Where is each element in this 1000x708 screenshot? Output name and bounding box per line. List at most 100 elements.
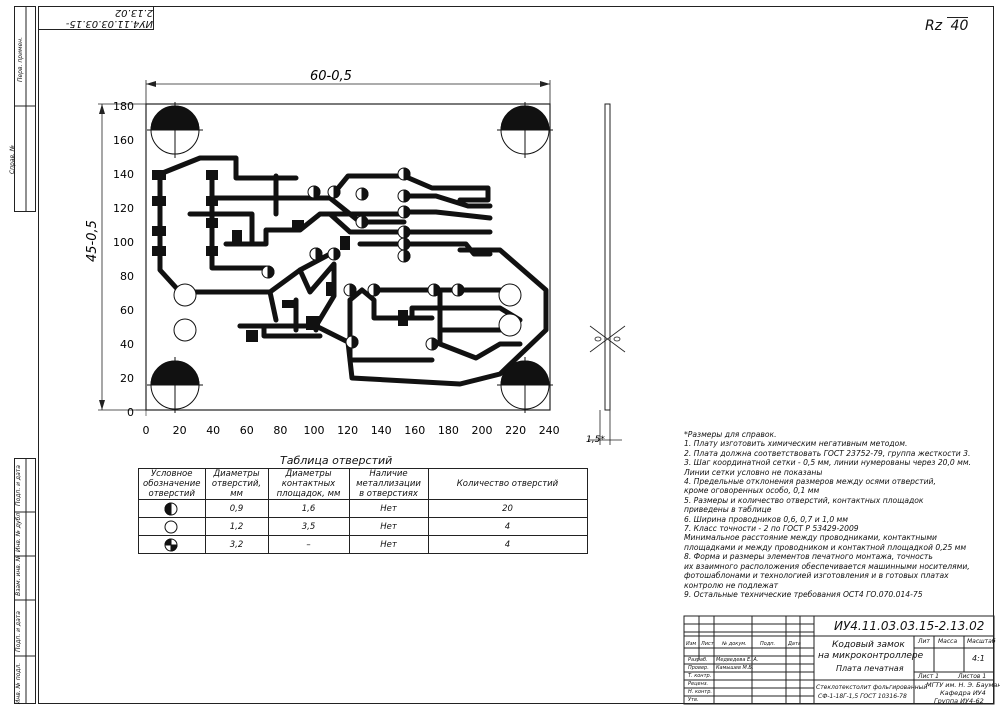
tb-org1: МГТУ им. Н. Э. Баумана: [926, 681, 1000, 689]
tb-h-data: Дата: [788, 641, 801, 647]
via-hole-fill: [351, 335, 359, 349]
tb-r-utv: Утв.: [688, 697, 699, 703]
height-dimension: 45-0,5: [85, 220, 100, 262]
cell-count: 20: [427, 499, 588, 518]
note-line: фотошаблонами и технологией изготовления…: [684, 571, 949, 581]
technical-notes: *Размеры для справок. 1. Плату изготовит…: [684, 430, 971, 599]
tb-org3: Группа ИУ4-62: [934, 697, 984, 705]
via-hole-fill: [403, 189, 411, 203]
drawing-frame: [38, 6, 994, 704]
note-line: их взаимного расположения обеспечивается…: [684, 561, 970, 571]
tb-designation: ИУ4.11.03.03.15-2.13.02: [834, 619, 985, 633]
note-line: 5. Размеры и количество отверстий, конта…: [684, 495, 924, 505]
holes-table-title: Таблица отверстий: [280, 454, 393, 467]
cell-count: 4: [427, 535, 588, 554]
pcb-traces: [157, 155, 549, 387]
holes-table: Условное обозначение отверстий Диаметры …: [138, 468, 588, 554]
tb-org2: Кафедра ИУ4: [940, 689, 986, 697]
col-pad-diameter: Диаметры контактных площадок, мм: [267, 468, 350, 500]
tb-col-mass: Масса: [938, 638, 958, 645]
y-tick-label: 180: [113, 100, 134, 113]
col-count: Количество отверстий: [427, 468, 588, 500]
note-line: площадками и между проводником и контакт…: [684, 542, 967, 552]
cell-count: 4: [427, 517, 588, 536]
x-tick-label: 40: [206, 424, 220, 437]
x-tick-label: 120: [337, 424, 358, 437]
via-hole-fill: [431, 337, 439, 351]
via-hole-fill: [349, 283, 357, 297]
via-hole-fill: [403, 205, 411, 219]
note-line: Линии сетки условно не показаны: [684, 467, 823, 477]
cell-metal: Нет: [348, 535, 429, 554]
x-tick-label: 100: [304, 424, 325, 437]
note-line: 7. Класс точности - 2 по ГОСТ Р 53429-20…: [684, 524, 859, 534]
note-line: 6. Ширина проводников 0,6, 0,7 и 1,0 мм: [684, 514, 849, 524]
roughness-value: 40: [946, 17, 969, 34]
cell-pad: –: [267, 535, 350, 554]
col-symbol: Условное обозначение отверстий: [138, 468, 206, 500]
via-hole-fill: [361, 215, 369, 229]
y-tick-label: 140: [113, 168, 134, 181]
note-line: Минимальное расстояние между проводникам…: [684, 533, 937, 543]
y-tick-label: 100: [113, 236, 134, 249]
note-line: 3. Шаг координатной сетки - 0,5 мм, лини…: [684, 458, 972, 468]
x-tick-label: 140: [371, 424, 392, 437]
side-column-bottom: [14, 458, 36, 704]
y-tick-label: 120: [113, 202, 134, 215]
col-metallization: Наличие металлизации в отверстиях: [348, 468, 429, 500]
via-hole-fill: [373, 283, 381, 297]
note-line: 4. Предельные отклонения размеров между …: [684, 477, 936, 487]
via-hole-fill: [315, 247, 323, 261]
tb-material1: Стеклотекстолит фольгированный: [816, 684, 928, 691]
tb-material2: СФ-1-18Г-1,5 ГОСТ 10316-78: [818, 693, 907, 700]
tb-name-prov: Камышев М.Б.: [716, 665, 754, 671]
cell-d: 0,9: [204, 499, 269, 518]
x-tick-label: 20: [173, 424, 187, 437]
holes-1-2: [173, 283, 522, 342]
note-line: 1. Плату изготовить химическим негативны…: [684, 439, 908, 449]
cell-d: 3,2: [204, 535, 269, 554]
width-dimension: 60-0,5: [310, 69, 352, 84]
y-tick-label: 0: [127, 406, 134, 419]
y-tick-label: 20: [120, 372, 134, 385]
x-tick-label: 0: [143, 424, 150, 437]
y-tick-label: 60: [120, 304, 134, 317]
cell-metal: Нет: [348, 517, 429, 536]
note-line: 9. Остальные технические требования ОСТ4…: [684, 589, 923, 599]
via-hole-fill: [333, 247, 341, 261]
tb-name2: на микроконтроллере: [818, 651, 924, 661]
board-side-view: [604, 103, 611, 411]
note-line: *Размеры для справок.: [684, 430, 777, 439]
x-tick-label: 160: [404, 424, 425, 437]
x-tick-label: 240: [539, 424, 560, 437]
tb-r-nkontr: Н. контр.: [688, 689, 712, 695]
x-tick-label: 200: [472, 424, 493, 437]
tb-col-lit: Лит: [918, 638, 930, 645]
y-tick-label: 80: [120, 270, 134, 283]
via-hole-fill: [313, 185, 321, 199]
tb-h-podp: Подп.: [760, 641, 776, 647]
x-tick-label: 180: [438, 424, 459, 437]
y-tick-label: 40: [120, 338, 134, 351]
side-column-top: [14, 6, 36, 212]
roughness-symbol: Rz: [925, 18, 943, 34]
tb-name1: Кодовый замок: [832, 640, 905, 650]
via-hole-fill: [361, 187, 369, 201]
x-tick-label: 220: [505, 424, 526, 437]
tb-sheet: Лист 1: [918, 673, 939, 680]
cell-metal: Нет: [348, 499, 429, 518]
roughness-mark: Rz 40: [925, 17, 969, 34]
via-hole-fill: [403, 249, 411, 263]
note-line: контролю не подлежат: [684, 580, 779, 590]
note-line: 8. Форма и размеры элементов печатного м…: [684, 552, 933, 562]
tb-r-prov: Провер.: [688, 665, 709, 671]
tb-name3: Плата печатная: [836, 664, 904, 673]
thickness-label: 1,5*: [586, 435, 605, 445]
x-tick-label: 60: [240, 424, 254, 437]
note-line: 2. Плата должна соответствовать ГОСТ 237…: [684, 448, 971, 458]
via-hole-fill: [403, 237, 411, 251]
